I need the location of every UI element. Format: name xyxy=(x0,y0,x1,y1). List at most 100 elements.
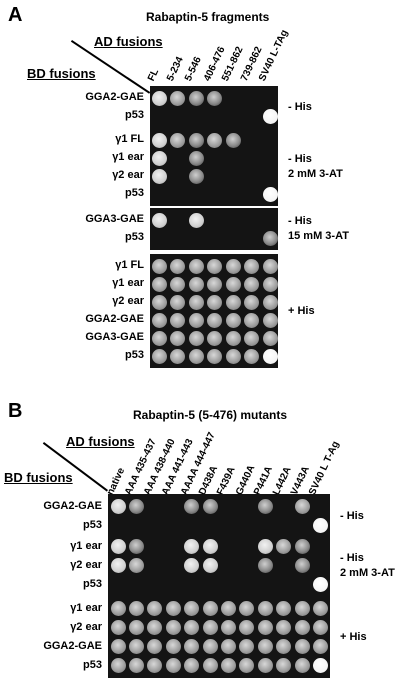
panel_a-row-label: γ1 ear xyxy=(112,151,144,163)
panel_b-row-label: γ2 ear xyxy=(70,620,102,633)
panel_b-yeast-spot xyxy=(128,658,144,673)
panel_b-yeast-spot xyxy=(147,601,163,616)
panel_b-yeast-spot xyxy=(312,658,328,673)
panel_b-bd-header: BD fusions xyxy=(4,470,73,485)
panel_a-yeast-spot xyxy=(262,108,278,124)
panel_b-yeast-spot xyxy=(276,658,292,673)
panel_a-yeast-spot xyxy=(188,276,204,292)
panel_b-yeast-spot xyxy=(202,639,218,654)
panel_a-yeast-spot xyxy=(207,90,222,106)
panel_a-row-label: p53 xyxy=(125,231,144,243)
panel_a-row-label: p53 xyxy=(125,187,144,199)
panel_a-yeast-spot xyxy=(151,348,167,364)
panel_b-yeast-spot xyxy=(128,499,144,514)
panel_b-yeast-spot xyxy=(128,558,144,573)
panel_a-yeast-spot xyxy=(262,348,278,364)
panel_a-row-label: GGA2-GAE xyxy=(85,91,144,103)
panel_a-yeast-spot xyxy=(244,276,259,292)
panel_b-yeast-spot xyxy=(165,620,181,635)
panel_b-yeast-spot xyxy=(128,639,144,654)
panel_b-yeast-spot xyxy=(276,539,292,554)
panel_a-yeast-spot xyxy=(188,348,204,364)
panel_b-yeast-spot xyxy=(165,639,181,654)
panel_b-yeast-spot xyxy=(202,658,218,673)
panel_a-row-label: GGA2-GAE xyxy=(85,313,144,325)
panel_b-condition-label: - His xyxy=(340,551,364,564)
panel_a-yeast-spot xyxy=(207,348,222,364)
panel_a-condition-label: 2 mM 3-AT xyxy=(288,168,343,180)
panel_a-condition-label: + His xyxy=(288,304,315,317)
panel_a-yeast-spot xyxy=(151,330,167,346)
panel_b-yeast-spot xyxy=(110,539,126,554)
panel_b-yeast-spot xyxy=(184,558,200,573)
panel_a-condition-label: 15 mM 3-AT xyxy=(288,230,349,242)
panel_b-condition-label: - His xyxy=(340,509,364,522)
panel_a-yeast-spot xyxy=(151,258,167,274)
panel_b-yeast-spot xyxy=(239,658,255,673)
panel_a-yeast-spot xyxy=(170,330,185,346)
panel_a-yeast-spot xyxy=(225,294,241,310)
panel_b-yeast-spot xyxy=(128,539,144,554)
panel_b-yeast-spot xyxy=(239,601,255,616)
panel_a-condition-label: - His xyxy=(288,153,312,165)
panel_a-column-label: SV40 L-TAg xyxy=(257,28,291,83)
panel_b-yeast-spot xyxy=(294,601,310,616)
panel_a-yeast-spot xyxy=(188,258,204,274)
panel_a-row-label: GGA3-GAE xyxy=(85,213,144,225)
panel_a-yeast-spot xyxy=(188,132,204,148)
panel_a-yeast-spot xyxy=(170,276,185,292)
panel_b-yeast-spot xyxy=(257,539,273,554)
panel_a-yeast-spot xyxy=(170,348,185,364)
panel_b-yeast-spot xyxy=(257,620,273,635)
panel_a-row-label: γ1 FL xyxy=(115,259,144,271)
panel_a-yeast-spot xyxy=(151,294,167,310)
panel_a-yeast-spot xyxy=(151,276,167,292)
panel_a-yeast-spot xyxy=(262,330,278,346)
panel_a-yeast-spot xyxy=(207,312,222,328)
panel_a-yeast-spot xyxy=(225,276,241,292)
panel_a-row-label: γ1 ear xyxy=(112,277,144,289)
panel_b-yeast-spot xyxy=(220,620,236,635)
panel_b-yeast-spot xyxy=(312,518,328,533)
panel_b-yeast-spot xyxy=(165,658,181,673)
panel_b-yeast-spot xyxy=(312,601,328,616)
panel_b-yeast-spot xyxy=(202,558,218,573)
panel_b-yeast-spot xyxy=(110,601,126,616)
panel_b-row-label: γ1 ear xyxy=(70,601,102,614)
panel_a-yeast-spot xyxy=(207,330,222,346)
panel_b-yeast-spot xyxy=(128,620,144,635)
panel_a-yeast-spot xyxy=(244,294,259,310)
panel_b-yeast-spot xyxy=(184,658,200,673)
panel_a-yeast-spot xyxy=(225,330,241,346)
panel_a-column-label: 5-234 xyxy=(164,55,186,83)
panel_a-yeast-spot xyxy=(262,294,278,310)
panel_a-condition-label: - His xyxy=(288,215,312,227)
panel_b-yeast-spot xyxy=(147,639,163,654)
panel_a-plate xyxy=(150,208,278,250)
panel_b-yeast-spot xyxy=(257,639,273,654)
panel_a-title: Rabaptin-5 fragments xyxy=(146,10,270,24)
panel_b-yeast-spot xyxy=(110,658,126,673)
panel_a-yeast-spot xyxy=(151,132,167,148)
panel_b-row-label: γ2 ear xyxy=(70,558,102,571)
panel_b-yeast-spot xyxy=(110,620,126,635)
panel_b-yeast-spot xyxy=(202,601,218,616)
panel_a-yeast-spot xyxy=(225,258,241,274)
panel_a-yeast-spot xyxy=(170,132,185,148)
panel_b-yeast-spot xyxy=(147,620,163,635)
panel_b-yeast-spot xyxy=(220,639,236,654)
panel_a-yeast-spot xyxy=(188,312,204,328)
panel_b-yeast-spot xyxy=(202,499,218,514)
panel_b-yeast-spot xyxy=(294,499,310,514)
panel_b-yeast-spot xyxy=(184,601,200,616)
panel_a-row-label: p53 xyxy=(125,349,144,361)
panel_a-yeast-spot xyxy=(207,276,222,292)
panel_b-yeast-spot xyxy=(202,620,218,635)
panel_b-row-label: GGA2-GAE xyxy=(43,499,102,512)
panel_b-row-label: p53 xyxy=(83,658,102,671)
panel_a-yeast-spot xyxy=(225,348,241,364)
panel_b-title: Rabaptin-5 (5-476) mutants xyxy=(133,408,288,422)
panel_a-yeast-spot xyxy=(244,330,259,346)
panel_b-row-label: p53 xyxy=(83,518,102,531)
panel_b-yeast-spot xyxy=(239,620,255,635)
